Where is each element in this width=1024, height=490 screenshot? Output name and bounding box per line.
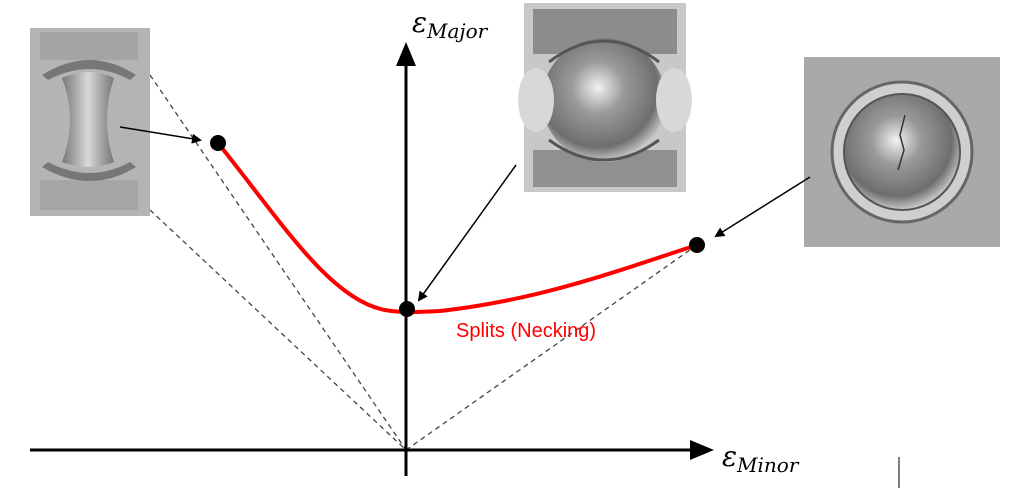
uniaxial-pointer-arrow — [119, 126, 202, 144]
strain-path-upper-left — [149, 74, 407, 451]
x-axis-arrowhead — [690, 440, 714, 460]
curve-label: Splits (Necking) — [456, 320, 596, 342]
uniaxial-point — [210, 135, 226, 151]
plane-strain-pointer-arrow — [417, 164, 517, 302]
biaxial-specimen-image — [804, 57, 1000, 247]
strain-path-lower-left — [149, 209, 407, 451]
y-axis-arrowhead — [396, 42, 416, 66]
plane-strain-point — [399, 301, 415, 317]
biaxial-pointer-arrow — [714, 176, 811, 238]
y-axis-label: εMajor — [412, 6, 489, 43]
biaxial-point — [689, 237, 705, 253]
uniaxial-specimen-image — [30, 28, 150, 216]
x-axis-label: εMinor — [722, 440, 800, 477]
strain-path-right — [405, 244, 698, 451]
plane-strain-specimen-image — [518, 3, 692, 192]
crack-mark — [897, 114, 906, 171]
